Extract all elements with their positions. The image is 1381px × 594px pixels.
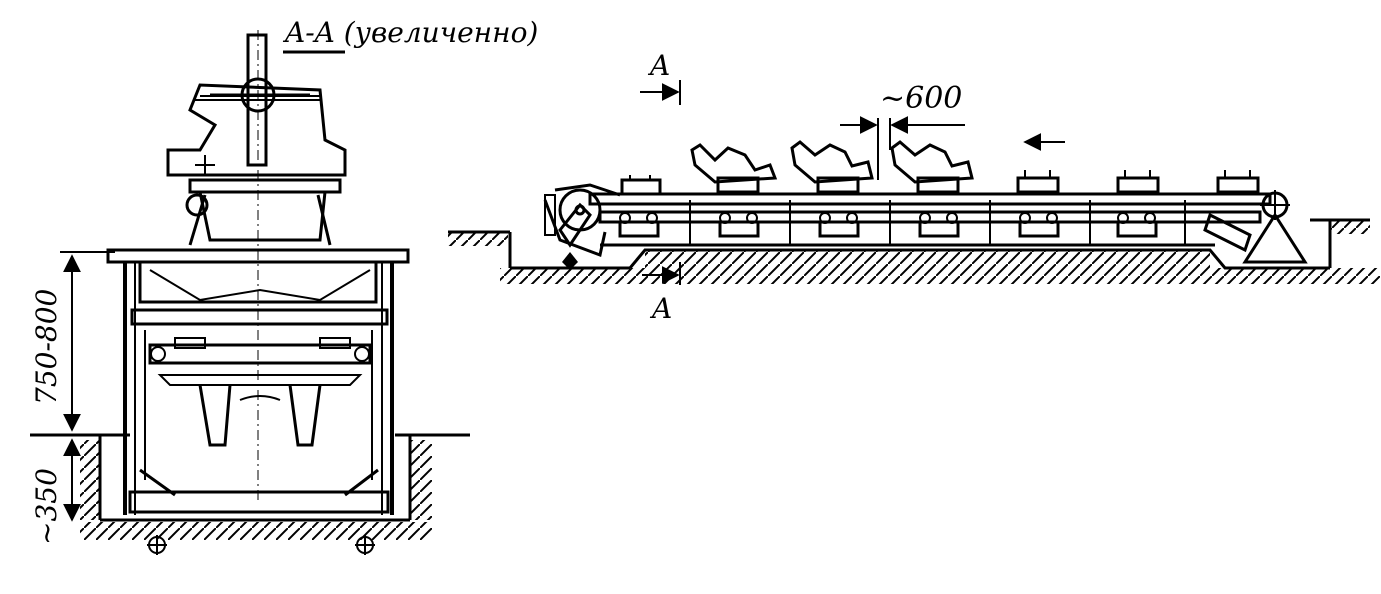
conveyor-side-view: A A ~600 [448, 49, 1380, 325]
pallet-7 [1216, 170, 1260, 194]
ground-hatching [30, 433, 470, 540]
pallet-4 [890, 140, 974, 194]
section-marker-bottom: A [642, 262, 681, 325]
pallet-5 [1016, 170, 1060, 194]
pitch-label: ~600 [880, 81, 962, 116]
lower-pallets [618, 212, 1158, 238]
drive-station [543, 183, 621, 270]
dimension-pitch: ~600 [840, 81, 965, 180]
section-marker-top-label: A [647, 49, 670, 82]
section-title: A-A (увеличенно) [282, 16, 538, 49]
section-marker-top: A [640, 49, 681, 105]
pallet-1 [620, 175, 662, 196]
section-marker-bottom-label: A [649, 292, 672, 325]
dimension-pit-depth: ~350 [30, 438, 81, 545]
upper-pallets [620, 140, 1260, 196]
pit-wheel-right [355, 535, 375, 555]
pallet-3 [790, 140, 874, 194]
section-view-a-a: A-A (увеличенно) 750-800 ~350 [30, 16, 538, 555]
pit-wheel-left [147, 535, 167, 555]
height-label: 750-800 [30, 289, 63, 405]
pallet-6 [1116, 170, 1160, 194]
pit-depth-label: ~350 [30, 468, 63, 545]
pallet-2 [690, 143, 778, 194]
conveyor-ground [448, 218, 1380, 284]
workpiece-fixture [166, 33, 347, 246]
dimension-height: 750-800 [30, 251, 115, 432]
machine-housing [106, 30, 410, 555]
tail-station [1203, 190, 1308, 264]
